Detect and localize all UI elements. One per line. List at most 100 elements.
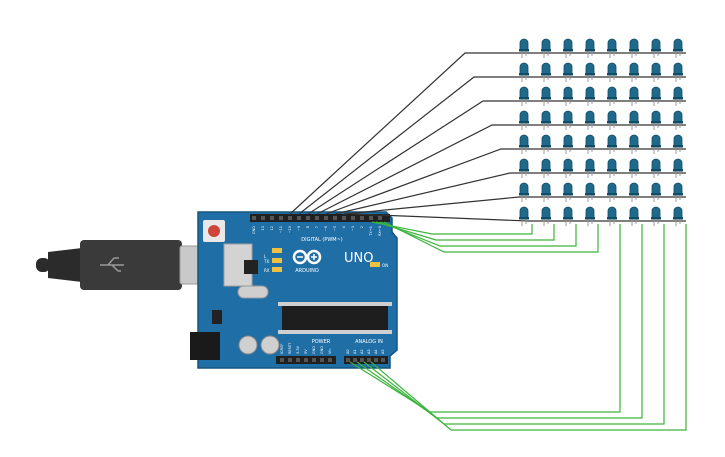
power-pin-hole[interactable] (296, 358, 300, 362)
led[interactable] (651, 86, 661, 106)
analog-pin-hole[interactable] (374, 358, 378, 362)
led-matrix[interactable] (519, 38, 683, 226)
led[interactable] (607, 38, 617, 58)
column-wire[interactable] (363, 224, 665, 425)
led[interactable] (519, 134, 529, 154)
digital-pin-hole[interactable] (351, 216, 355, 220)
row-wire[interactable] (334, 172, 686, 215)
led[interactable] (629, 182, 639, 202)
row-wire[interactable] (298, 76, 686, 215)
led[interactable] (519, 62, 529, 82)
digital-pin-hole[interactable] (252, 216, 256, 220)
column-wire[interactable] (379, 221, 577, 247)
digital-pin-hole[interactable] (306, 216, 310, 220)
power-pin-hole[interactable] (304, 358, 308, 362)
column-wire[interactable] (371, 221, 533, 235)
row-wire[interactable] (352, 213, 686, 222)
led[interactable] (629, 86, 639, 106)
led[interactable] (607, 182, 617, 202)
led[interactable] (607, 134, 617, 154)
led[interactable] (541, 158, 551, 178)
analog-pin-hole[interactable] (367, 358, 371, 362)
column-wire[interactable] (356, 224, 643, 419)
led[interactable] (541, 182, 551, 202)
led[interactable] (651, 206, 661, 226)
led[interactable] (519, 86, 529, 106)
led[interactable] (673, 158, 683, 178)
led[interactable] (563, 134, 573, 154)
led[interactable] (629, 134, 639, 154)
digital-pin-hole[interactable] (288, 216, 292, 220)
digital-pin-hole[interactable] (360, 216, 364, 220)
analog-pin-hole[interactable] (353, 358, 357, 362)
led[interactable] (651, 134, 661, 154)
digital-pin-hole[interactable] (279, 216, 283, 220)
led[interactable] (607, 206, 617, 226)
analog-header[interactable] (344, 356, 388, 364)
led[interactable] (585, 86, 595, 106)
led[interactable] (673, 62, 683, 82)
analog-pin-hole[interactable] (346, 358, 350, 362)
led[interactable] (651, 182, 661, 202)
led[interactable] (651, 158, 661, 178)
led[interactable] (607, 110, 617, 130)
row-wires[interactable] (289, 52, 686, 222)
led[interactable] (563, 206, 573, 226)
digital-pin-hole[interactable] (297, 216, 301, 220)
power-pin-hole[interactable] (280, 358, 284, 362)
led[interactable] (585, 206, 595, 226)
digital-pin-hole[interactable] (270, 216, 274, 220)
led[interactable] (563, 158, 573, 178)
power-pin-hole[interactable] (312, 358, 316, 362)
row-wire[interactable] (307, 100, 686, 215)
led[interactable] (519, 110, 529, 130)
led[interactable] (607, 158, 617, 178)
power-pin-hole[interactable] (328, 358, 332, 362)
led[interactable] (585, 62, 595, 82)
led[interactable] (541, 86, 551, 106)
led[interactable] (585, 110, 595, 130)
led[interactable] (519, 206, 529, 226)
row-wire[interactable] (343, 196, 686, 215)
row-wire[interactable] (316, 124, 686, 215)
led[interactable] (541, 206, 551, 226)
led[interactable] (629, 110, 639, 130)
led[interactable] (519, 182, 529, 202)
power-pin-hole[interactable] (288, 358, 292, 362)
led[interactable] (629, 158, 639, 178)
led[interactable] (541, 134, 551, 154)
led[interactable] (585, 182, 595, 202)
led[interactable] (673, 110, 683, 130)
column-wires[interactable] (349, 221, 687, 431)
digital-header[interactable] (250, 214, 390, 222)
digital-pin-hole[interactable] (369, 216, 373, 220)
led[interactable] (519, 38, 529, 58)
led[interactable] (563, 86, 573, 106)
led[interactable] (519, 158, 529, 178)
led[interactable] (629, 206, 639, 226)
led[interactable] (563, 110, 573, 130)
led[interactable] (629, 62, 639, 82)
led[interactable] (673, 38, 683, 58)
row-wire[interactable] (289, 52, 686, 215)
led[interactable] (541, 38, 551, 58)
led[interactable] (673, 206, 683, 226)
column-wire[interactable] (383, 221, 599, 253)
led[interactable] (651, 110, 661, 130)
led[interactable] (563, 62, 573, 82)
column-wire[interactable] (375, 221, 555, 241)
led[interactable] (585, 38, 595, 58)
digital-pin-hole[interactable] (324, 216, 328, 220)
column-wire[interactable] (349, 224, 621, 413)
led[interactable] (563, 38, 573, 58)
led[interactable] (585, 158, 595, 178)
led[interactable] (585, 134, 595, 154)
analog-pin-hole[interactable] (381, 358, 385, 362)
digital-pin-hole[interactable] (333, 216, 337, 220)
analog-pin-hole[interactable] (360, 358, 364, 362)
digital-pin-hole[interactable] (315, 216, 319, 220)
led[interactable] (607, 86, 617, 106)
digital-pin-hole[interactable] (261, 216, 265, 220)
